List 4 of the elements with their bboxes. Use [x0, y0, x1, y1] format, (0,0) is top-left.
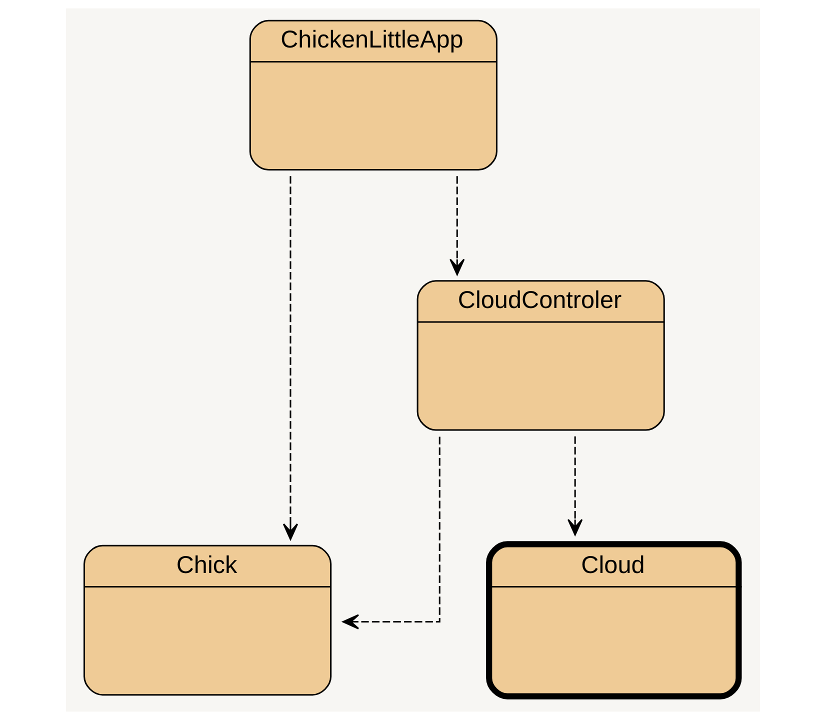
arrow	[567, 436, 583, 536]
arrow	[450, 176, 465, 276]
arrow	[282, 176, 298, 540]
arrow	[342, 436, 440, 630]
